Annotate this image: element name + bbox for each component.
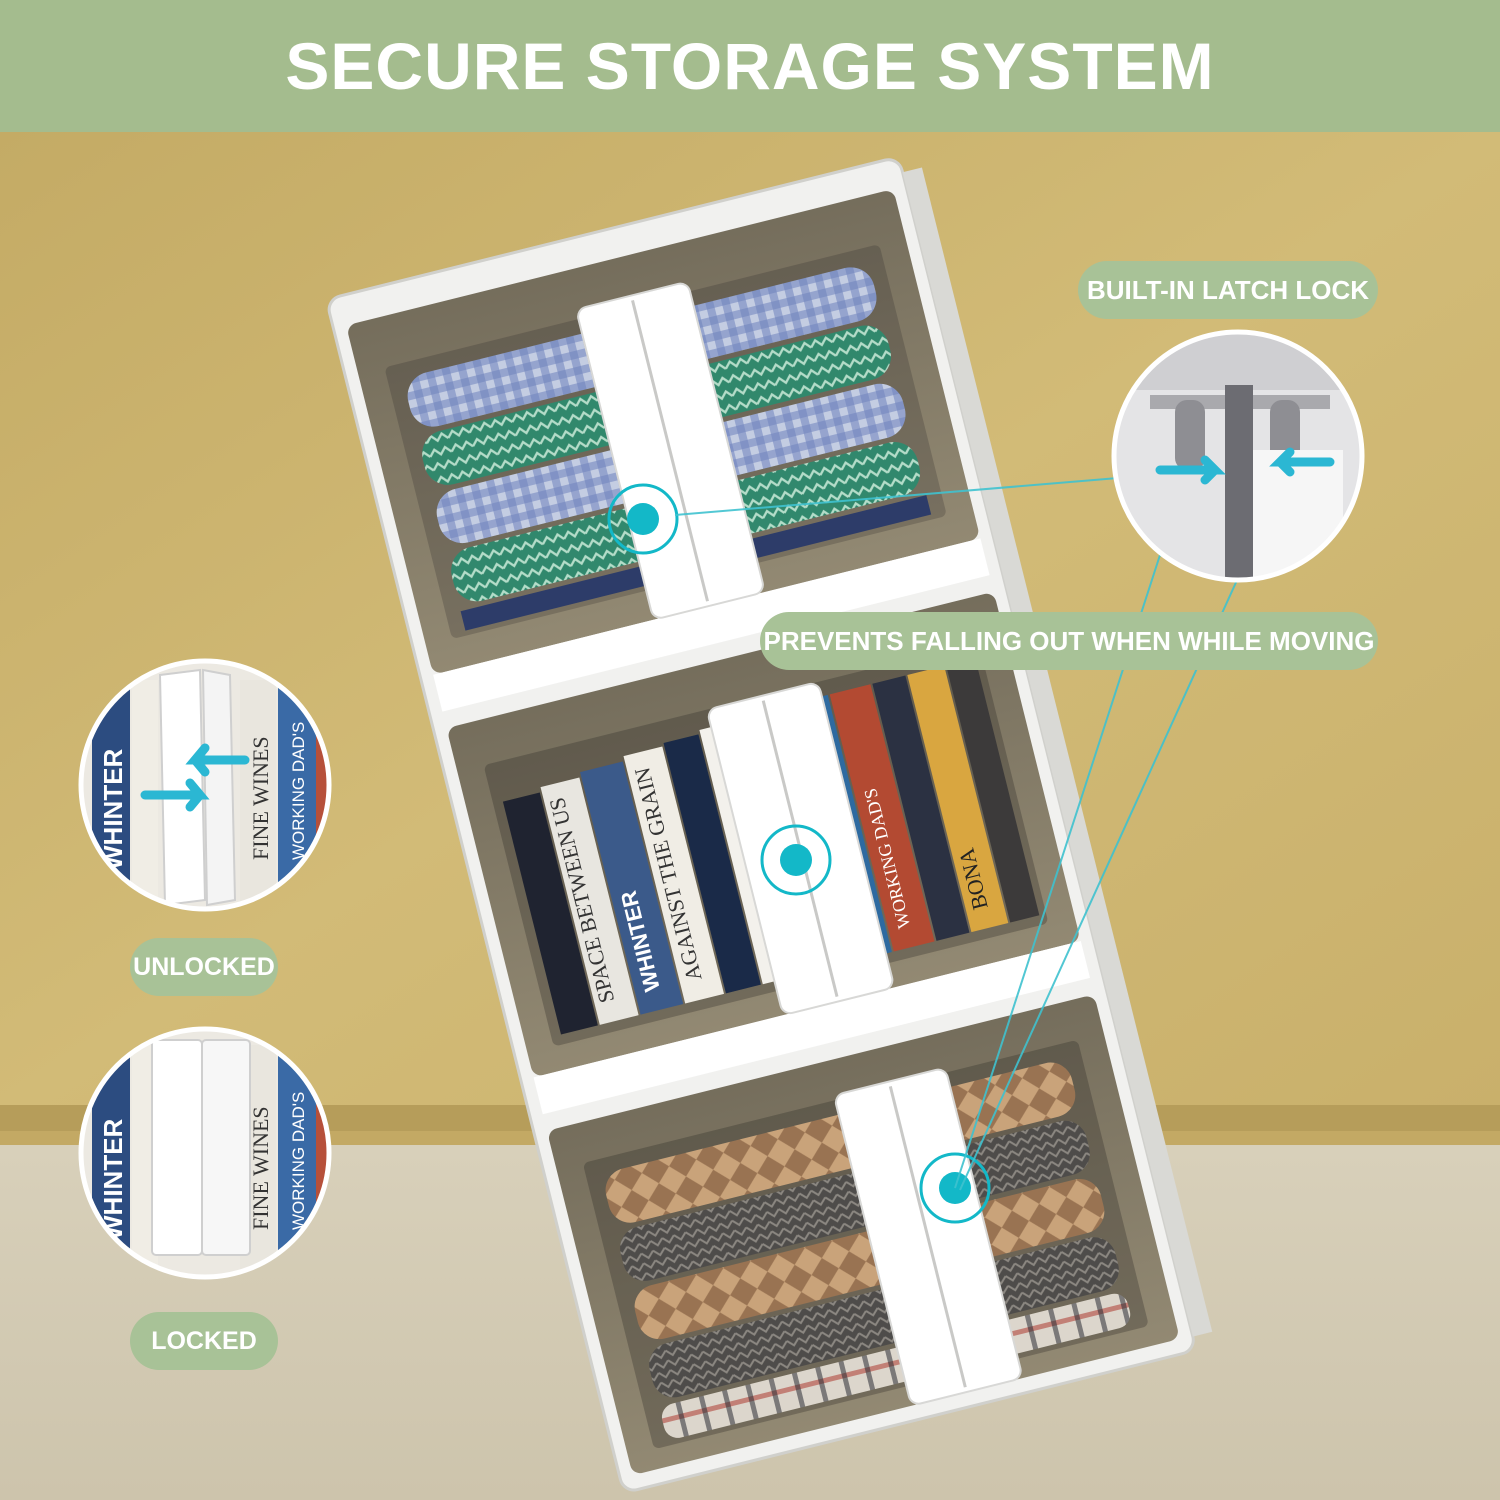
- latch-marker-top: [607, 483, 679, 555]
- drawer-middle: SPACE BETWEEN US WHINTER AGAINST THE GRA…: [448, 593, 1090, 1115]
- detail-book-wines-1: FINE WINES: [248, 736, 273, 860]
- detail-book-dads-1: WORKING DAD'S: [289, 722, 308, 860]
- callout-prevents-label: PREVENTS FALLING OUT WHEN WHILE MOVING: [763, 625, 1375, 656]
- callout-unlocked-label: UNLOCKED: [133, 952, 275, 981]
- callout-prevents: PREVENTS FALLING OUT WHEN WHILE MOVING: [760, 612, 1378, 670]
- page-title: SECURE STORAGE SYSTEM: [285, 29, 1215, 103]
- callout-unlocked: UNLOCKED: [130, 938, 278, 996]
- detail-book-whinter-1: WHINTER: [98, 748, 128, 870]
- detail-book-dads-2: WORKING DAD'S: [289, 1092, 308, 1230]
- callout-latch-lock-label: BUILT-IN LATCH LOCK: [1086, 274, 1370, 305]
- callout-locked: LOCKED: [130, 1312, 278, 1370]
- latch-marker-middle: [760, 824, 832, 896]
- storage-cabinet: SPACE BETWEEN US WHINTER AGAINST THE GRA…: [327, 158, 1213, 1492]
- detail-book-wines-2: FINE WINES: [248, 1106, 273, 1230]
- callout-latch-lock: BUILT-IN LATCH LOCK: [1078, 261, 1378, 319]
- unlocked-detail-image: WHINTER FINE WINES WORKING DAD'S: [78, 658, 332, 912]
- drawer-bottom: [548, 996, 1178, 1474]
- title-banner: SECURE STORAGE SYSTEM: [0, 0, 1500, 132]
- drawer-top: [348, 191, 990, 712]
- locked-detail-image: WHINTER FINE WINES WORKING DAD'S: [78, 1026, 332, 1280]
- callout-locked-label: LOCKED: [151, 1326, 257, 1355]
